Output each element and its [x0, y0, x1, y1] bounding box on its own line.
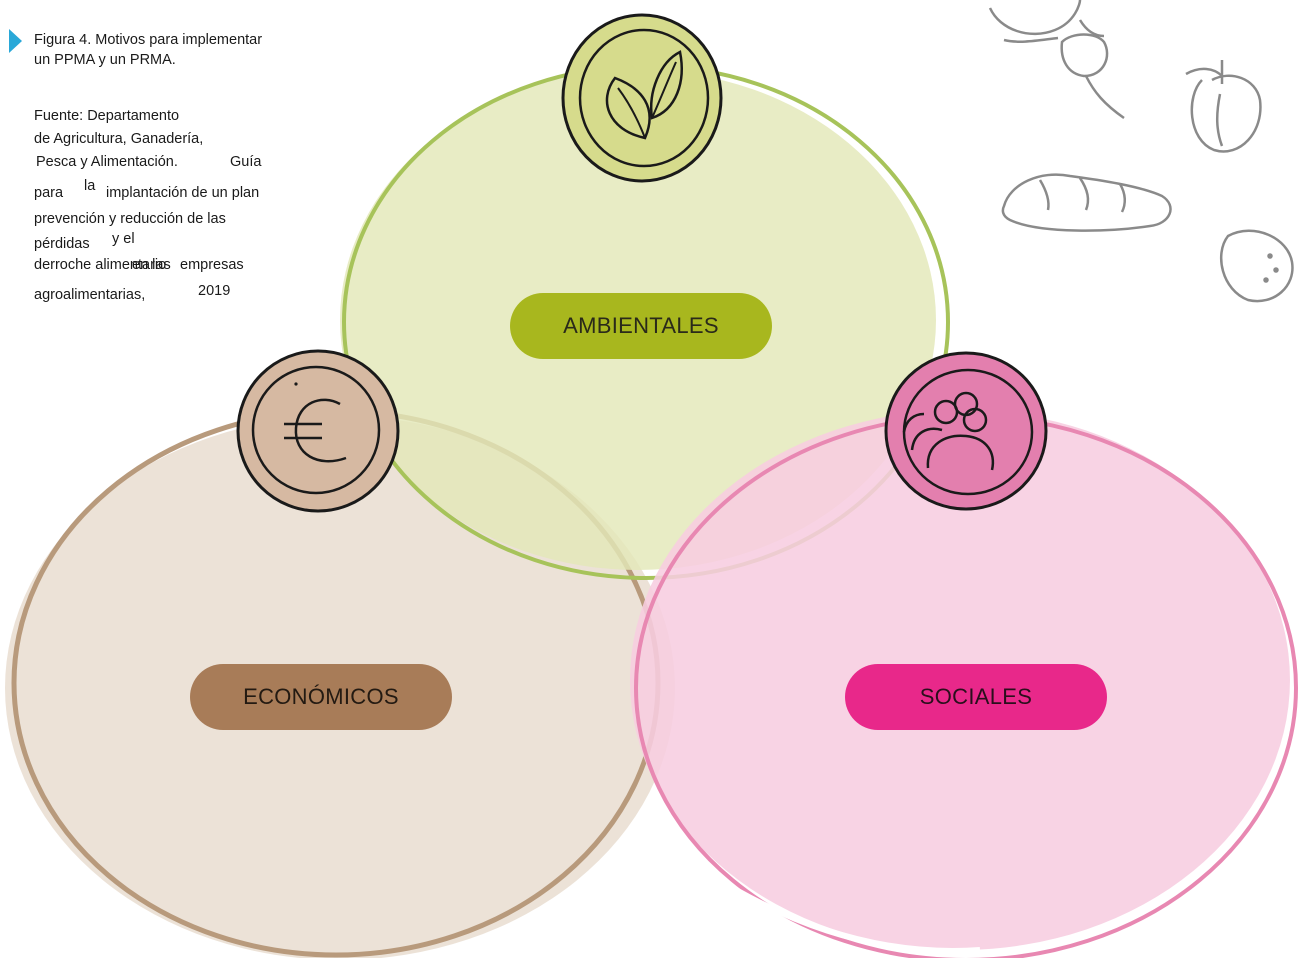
- source-line: para: [34, 185, 64, 201]
- source-line: pérdidas: [34, 236, 90, 252]
- figure-caption: Figura 4. Motivos para implementar un PP…: [34, 30, 262, 70]
- source-line: Fuente: Departamento: [34, 108, 180, 124]
- source-line: Pesca y Alimentación.: [36, 154, 178, 170]
- source-line: de Agricultura, Ganadería,: [34, 131, 204, 147]
- leaves-icon: [561, 13, 723, 183]
- source-line: la: [84, 178, 96, 194]
- source-line: implantación de un plan: [106, 185, 260, 201]
- caption-line-2: un PPMA y un PRMA.: [34, 52, 176, 68]
- lemon-icon: [1219, 229, 1294, 303]
- economicos-label: ECONÓMICOS: [190, 664, 452, 730]
- bread-icon: [1001, 173, 1172, 232]
- euro-icon: [236, 349, 400, 513]
- source-line: Guía: [230, 154, 262, 170]
- source-line: agroalimentarias,: [34, 287, 146, 303]
- sociales-label: SOCIALES: [845, 664, 1107, 730]
- source-line: prevención y reducción de las: [34, 211, 226, 227]
- source-line: empresas: [180, 257, 244, 273]
- caption-line-1: Figura 4. Motivos para implementar: [34, 32, 263, 48]
- source-line: y el: [112, 231, 135, 247]
- source-line: derroche alimentario: [34, 257, 167, 273]
- radish-icon: [988, 0, 1125, 120]
- source-line: en las: [132, 257, 171, 273]
- peach-icon: [1185, 60, 1262, 153]
- ambientales-label: AMBIENTALES: [510, 293, 772, 359]
- people-icon: [884, 351, 1048, 511]
- caption-arrow-icon: [9, 29, 22, 53]
- source-line: 2019: [198, 283, 231, 299]
